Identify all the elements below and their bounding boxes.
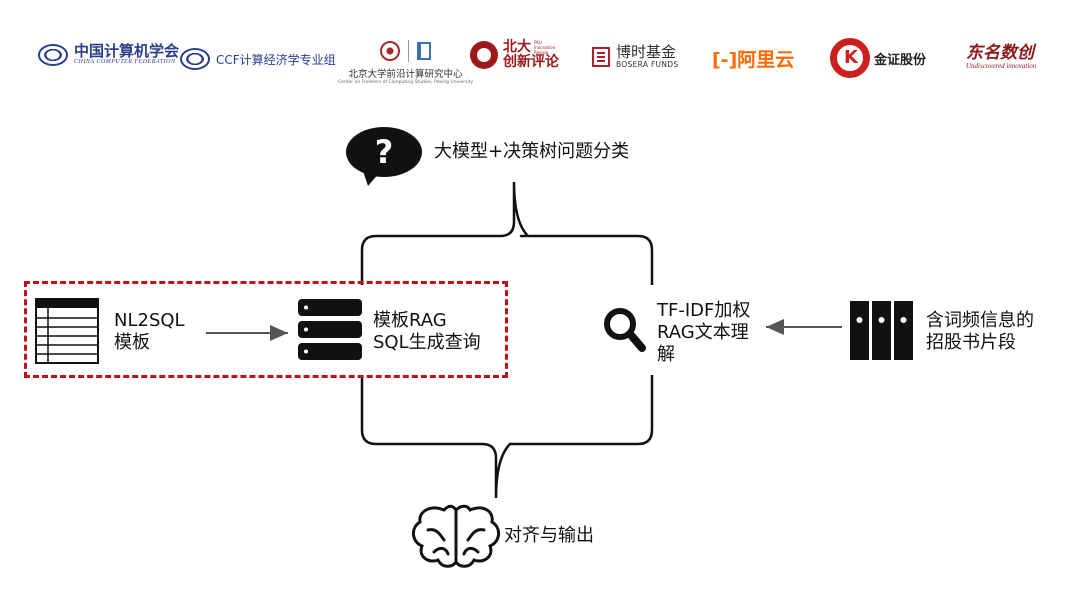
tfidf-label: TF-IDF加权 RAG文本理 解 [657,300,750,366]
brain-icon [412,504,500,568]
binders-icon [850,301,913,360]
template-rag-line-1: 模板RAG [373,310,447,331]
nl2sql-line-1: NL2SQL [114,310,185,331]
dongming-english: Undiscovered innovation [966,62,1037,70]
question-speech-bubble-icon: ? [346,127,422,186]
aliyun-name: [-]阿里云 [712,49,795,71]
pku-seal-icon [470,41,498,69]
logo-jinzheng: 金证股份 [830,38,926,78]
ccf-emblem-icon [180,48,210,70]
ccf-name: 中国计算机学会 [74,42,180,60]
logo-ccf: 中国计算机学会 CHINA COMPUTER FEDERATION [38,44,179,66]
divider [408,40,410,62]
frontier-square-icon [417,42,432,60]
pku-review-name-line1: 北大 [503,39,531,55]
logo-pku-center: 北京大学前沿计算研究中心 Center on Frontiers of Comp… [338,40,473,85]
magnifier-icon [604,308,646,352]
server-stack-icon [298,299,362,360]
nl2sql-highlight-box [24,281,508,378]
logo-bosera: 博时基金 BOSERA FUNDS [592,44,678,69]
tfidf-line-2: RAG文本理 [657,322,749,343]
bottom-node-text: 对齐与输出 [504,525,594,546]
logo-ccf-econ: CCF计算经济学专业组 [180,48,336,70]
tfidf-line-3: 解 [657,344,675,365]
pku-review-en-3: Review [534,50,549,55]
svg-text:?: ? [375,133,394,171]
logo-pku-review: 北大 PKU Innovation Review 创新评论 [470,40,559,70]
bosera-icon [592,46,610,67]
pku-center-subtitle: Center on Frontiers of Computing Studies… [338,80,474,85]
pku-review-en-1: PKU [534,40,542,45]
pku-review-name-line2: 创新评论 [503,54,559,70]
top-brace [360,181,654,285]
dongming-name: 东名数创 [966,43,1034,63]
pku-seal-icon [380,41,401,61]
tfidf-line-1: TF-IDF加权 [657,300,751,321]
nl2sql-label: NL2SQL 模板 [114,310,185,354]
prospectus-line-1: 含词频信息的 [926,310,1034,331]
top-node-text: 大模型+决策树问题分类 [434,141,630,162]
bottom-brace [360,375,654,499]
template-rag-line-2: SQL生成查询 [373,332,481,353]
template-rag-label: 模板RAG SQL生成查询 [373,310,481,354]
bottom-node-label: 对齐与输出 [504,525,594,547]
logo-dongming: 东名数创 Undiscovered innovation [966,44,1036,70]
top-node-label: 大模型+决策树问题分类 [434,141,629,163]
logo-aliyun: [-]阿里云 [712,45,794,72]
jinzheng-name: 金证股份 [874,52,927,68]
ccf-emblem-icon [38,44,68,66]
ccf-econ-name: CCF计算经济学专业组 [216,52,336,67]
prospectus-label: 含词频信息的 招股书片段 [926,310,1034,354]
pku-center-name: 北京大学前沿计算研究中心 [348,69,463,80]
pku-review-en-2: Innovation [534,45,556,50]
ccf-subtitle: CHINA COMPUTER FEDERATION [74,59,176,65]
prospectus-line-2: 招股书片段 [926,332,1016,353]
jinzheng-ring-icon [830,38,870,78]
bosera-english: BOSERA FUNDS [616,60,679,69]
table-icon [35,298,99,364]
bosera-name: 博时基金 [616,43,677,61]
nl2sql-line-2: 模板 [114,332,150,353]
